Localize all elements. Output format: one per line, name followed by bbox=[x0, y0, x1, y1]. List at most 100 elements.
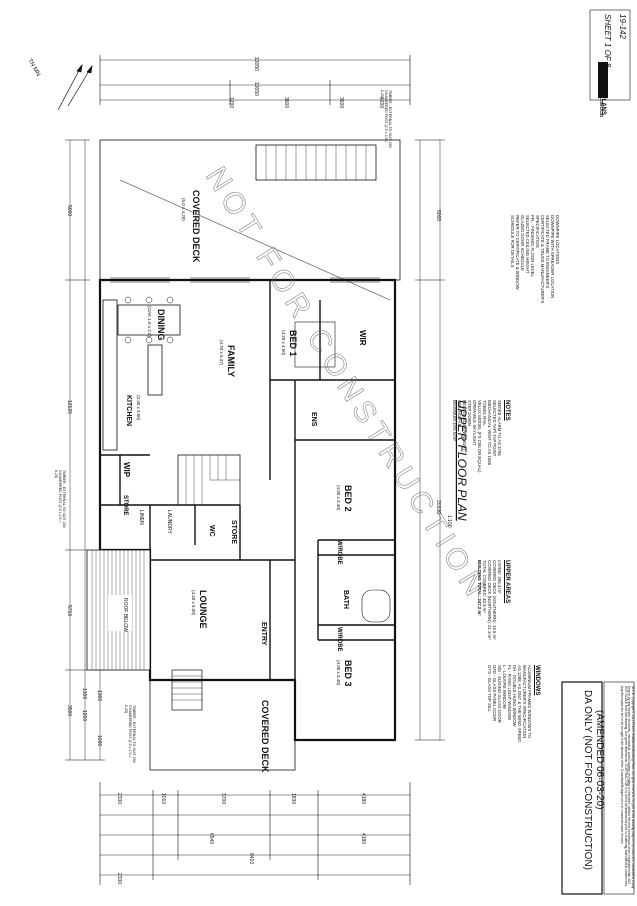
room-store-2: STORE bbox=[230, 520, 237, 544]
windows-row: ALUMINIUM FRAMED WINDOWS TO bbox=[527, 665, 532, 739]
fencing-note-bottom: TIMBER - EXTERNAL TO SUIT 250 CHAMFERED … bbox=[123, 705, 136, 765]
notes-row: MECHANICAL VENT TO AS 1668 bbox=[487, 400, 492, 466]
stamp-line-1: DA ONLY (NOT FOR CONSTRUCTION) bbox=[582, 690, 593, 870]
notes-row: CEILING FAN bbox=[457, 400, 462, 427]
job-number: 19-142 bbox=[618, 14, 627, 39]
plan-title: UPPER FLOOR PLAN bbox=[455, 400, 469, 521]
room-robe1: W/ROBE bbox=[336, 540, 342, 565]
room-dining: DINING bbox=[156, 309, 166, 341]
notes-heading: NOTES bbox=[504, 400, 510, 421]
dining-table-label: (OAK 1.0 x 2.0) bbox=[147, 306, 152, 338]
firm-name-1: ROBERT SMALLWOOD bbox=[598, 64, 604, 118]
legend-row: GLAZED DOOR SCHEDULE bbox=[520, 215, 525, 271]
room-bed3: BED 3 bbox=[343, 660, 353, 687]
legend-row: REFER TO CERTIFICATE & WINDOW bbox=[515, 215, 520, 290]
legend-block: DOWNPIPE LOCATIONS DOWNPIPE WITH SPREADE… bbox=[510, 215, 560, 405]
dim-right-1: 5000 bbox=[435, 210, 441, 221]
dim-left-4: 3500 bbox=[66, 705, 72, 716]
legend-row: CERTIFICATE & TRUSS MANUFACTURER'S bbox=[540, 215, 545, 304]
room-laundry: LAUNDRY bbox=[166, 510, 172, 534]
room-bath: BATH bbox=[342, 590, 349, 609]
room-family-dim: (4.70 x 5.37) bbox=[219, 340, 224, 366]
copyright-note: NOTE: Copyright © 2019 Robert Smallwood … bbox=[619, 686, 635, 890]
dim-top-1: 1200 bbox=[228, 97, 234, 108]
dim-bottom-1: 2330 bbox=[116, 793, 122, 804]
roof-below-label: ROOF BELOW bbox=[122, 598, 128, 632]
room-wip: WIP bbox=[122, 462, 131, 478]
dim-bottom-9: 4180 bbox=[360, 833, 366, 844]
plan-scale: 1:100 bbox=[446, 515, 452, 528]
room-linen: LINEN bbox=[138, 510, 144, 525]
legend-row: DOWNPIPE WITH SPREADER LOCATION bbox=[550, 215, 555, 299]
dim-bottom-6: 8410 bbox=[248, 853, 254, 864]
legend-row: SELECTED CEILING HEIGHT bbox=[525, 215, 530, 274]
room-robe2: W/ROBE bbox=[336, 627, 342, 652]
windows-row: MANUFACTURER'S SPECIFICATION, bbox=[522, 665, 527, 740]
roof-below: ROOF BELOW bbox=[86, 549, 151, 671]
dim-left-1: 5000 bbox=[66, 205, 72, 216]
notes-row: OPERABLE SKYLIGHT bbox=[472, 400, 477, 446]
north-label: TN MN bbox=[26, 58, 41, 77]
fencing-note-text: TIMBER - EXTERNAL TO SUIT 250 CHAMFERED … bbox=[123, 705, 136, 763]
dim-top-2: 3600 bbox=[283, 97, 289, 108]
room-covered-deck-top-dim: (5.0 x 4.20) bbox=[181, 198, 186, 221]
notes-row: MAXIMUM 12% GAP bbox=[452, 400, 457, 441]
stamp-box: DA ONLY (NOT FOR CONSTRUCTION) (AMENDED … bbox=[561, 681, 605, 895]
room-covered-deck-top: COVERED DECK bbox=[191, 190, 201, 263]
dim-bottom-3: 3700 bbox=[220, 793, 226, 804]
dim-left-5: 1300 bbox=[81, 688, 87, 699]
dim-top-overall: 13050 bbox=[253, 57, 259, 71]
room-bed3-dim: (4.00 x 3.40) bbox=[336, 660, 341, 686]
notes-row: RECESSED DOWNLIGHT bbox=[462, 400, 467, 452]
windows-row: AS 1288, AS 2047 & THE WIND SPEED bbox=[517, 665, 522, 743]
notes-row: STEP DOWN bbox=[467, 400, 472, 426]
title-block: 19-142 SHEET 1 OF 8 ROBERT SMALLWOOD BUI… bbox=[589, 9, 631, 118]
room-bed1: BED 1 bbox=[288, 330, 298, 357]
dim-left-3: 5710 bbox=[66, 605, 72, 616]
sheet-number: SHEET 1 OF 8 bbox=[603, 14, 612, 68]
notes-row: SMOKE ALARM TO AS 3786 bbox=[497, 400, 502, 456]
copyright-text: NOTE: Copyright © 2019 Robert Smallwood … bbox=[619, 686, 635, 889]
firm-name-2: BUILDING PLANS bbox=[600, 64, 606, 115]
dim-bottom-4: 1830 bbox=[290, 793, 296, 804]
legend-row: DOWNPIPE LOCATIONS bbox=[555, 215, 560, 265]
room-labels: COVERED DECK (5.0 x 4.20) (OAK 1.0 x 2.0… bbox=[122, 190, 367, 773]
dim-bottom-2: 1010 bbox=[160, 793, 166, 804]
room-entry: ENTRY bbox=[260, 622, 267, 646]
legend-row: SPECIFICATION bbox=[535, 215, 540, 248]
room-wc: WC bbox=[208, 525, 215, 537]
windows-row: S/D - SLIDING GLASS DOOR bbox=[497, 665, 502, 723]
room-ens: ENS bbox=[310, 412, 317, 427]
dim-top-overall-2: 13050 bbox=[253, 82, 259, 96]
legend-row: SCHEDULE FOR DETAILS bbox=[510, 215, 515, 268]
room-bed2: BED 2 bbox=[343, 485, 353, 512]
room-bed1-dim: (4.20 x 4.50) bbox=[281, 330, 286, 356]
fencing-note-top: TIMBER - EXTERNAL TO SUIT 250 CHAMFERED … bbox=[379, 90, 392, 150]
room-lounge: LOUNGE bbox=[198, 590, 208, 629]
dim-left-6: 1200 bbox=[81, 710, 87, 721]
notes-row: TOWEL RAIL bbox=[482, 400, 487, 426]
fencing-note-left: TIMBER - EXTERNAL TO SUIT 250 CHAMFERED … bbox=[53, 470, 66, 530]
dim-bottom-5: 4180 bbox=[360, 793, 366, 804]
room-covered-deck-bottom: COVERED DECK bbox=[260, 700, 270, 773]
room-family: FAMILY bbox=[226, 345, 236, 377]
stamp-line-2: (AMENDED 06-03-20) bbox=[594, 710, 605, 809]
legend-row: SELECTED FRAME TO ENGINEER'S bbox=[545, 215, 550, 289]
dim-top-3: 3600 bbox=[338, 97, 344, 108]
room-wir: WIR bbox=[358, 330, 367, 346]
fencing-note-text: TIMBER - EXTERNAL TO SUIT 250 CHAMFERED … bbox=[379, 90, 392, 148]
fencing-note-text: TIMBER - EXTERNAL TO SUIT 250 CHAMFERED … bbox=[53, 470, 66, 528]
notes-row: VELUX MODEL (FS C06 OR EQUAL) bbox=[477, 400, 482, 473]
windows-block: WINDOWS ALUMINIUM FRAMED WINDOWS TO MANU… bbox=[487, 665, 540, 815]
dimension-lines bbox=[65, 55, 445, 885]
copyright-box bbox=[603, 681, 635, 895]
windows-heading: WINDOWS bbox=[534, 665, 540, 696]
room-bed2-dim: (4.00 x 3.40) bbox=[336, 485, 341, 511]
room-lounge-dim: (4.40 x 5.00) bbox=[191, 590, 196, 616]
room-kitchen-dim: (3.40 x 3.58) bbox=[136, 395, 141, 421]
dim-left-2: 12120 bbox=[66, 400, 72, 414]
dim-bottom-7: 2330 bbox=[116, 873, 122, 884]
notes-row: SELECTED TAP/ TAP POINT bbox=[492, 400, 497, 457]
upper-areas-row: BUILDING TOTAL: 247.2 m² bbox=[477, 560, 482, 616]
